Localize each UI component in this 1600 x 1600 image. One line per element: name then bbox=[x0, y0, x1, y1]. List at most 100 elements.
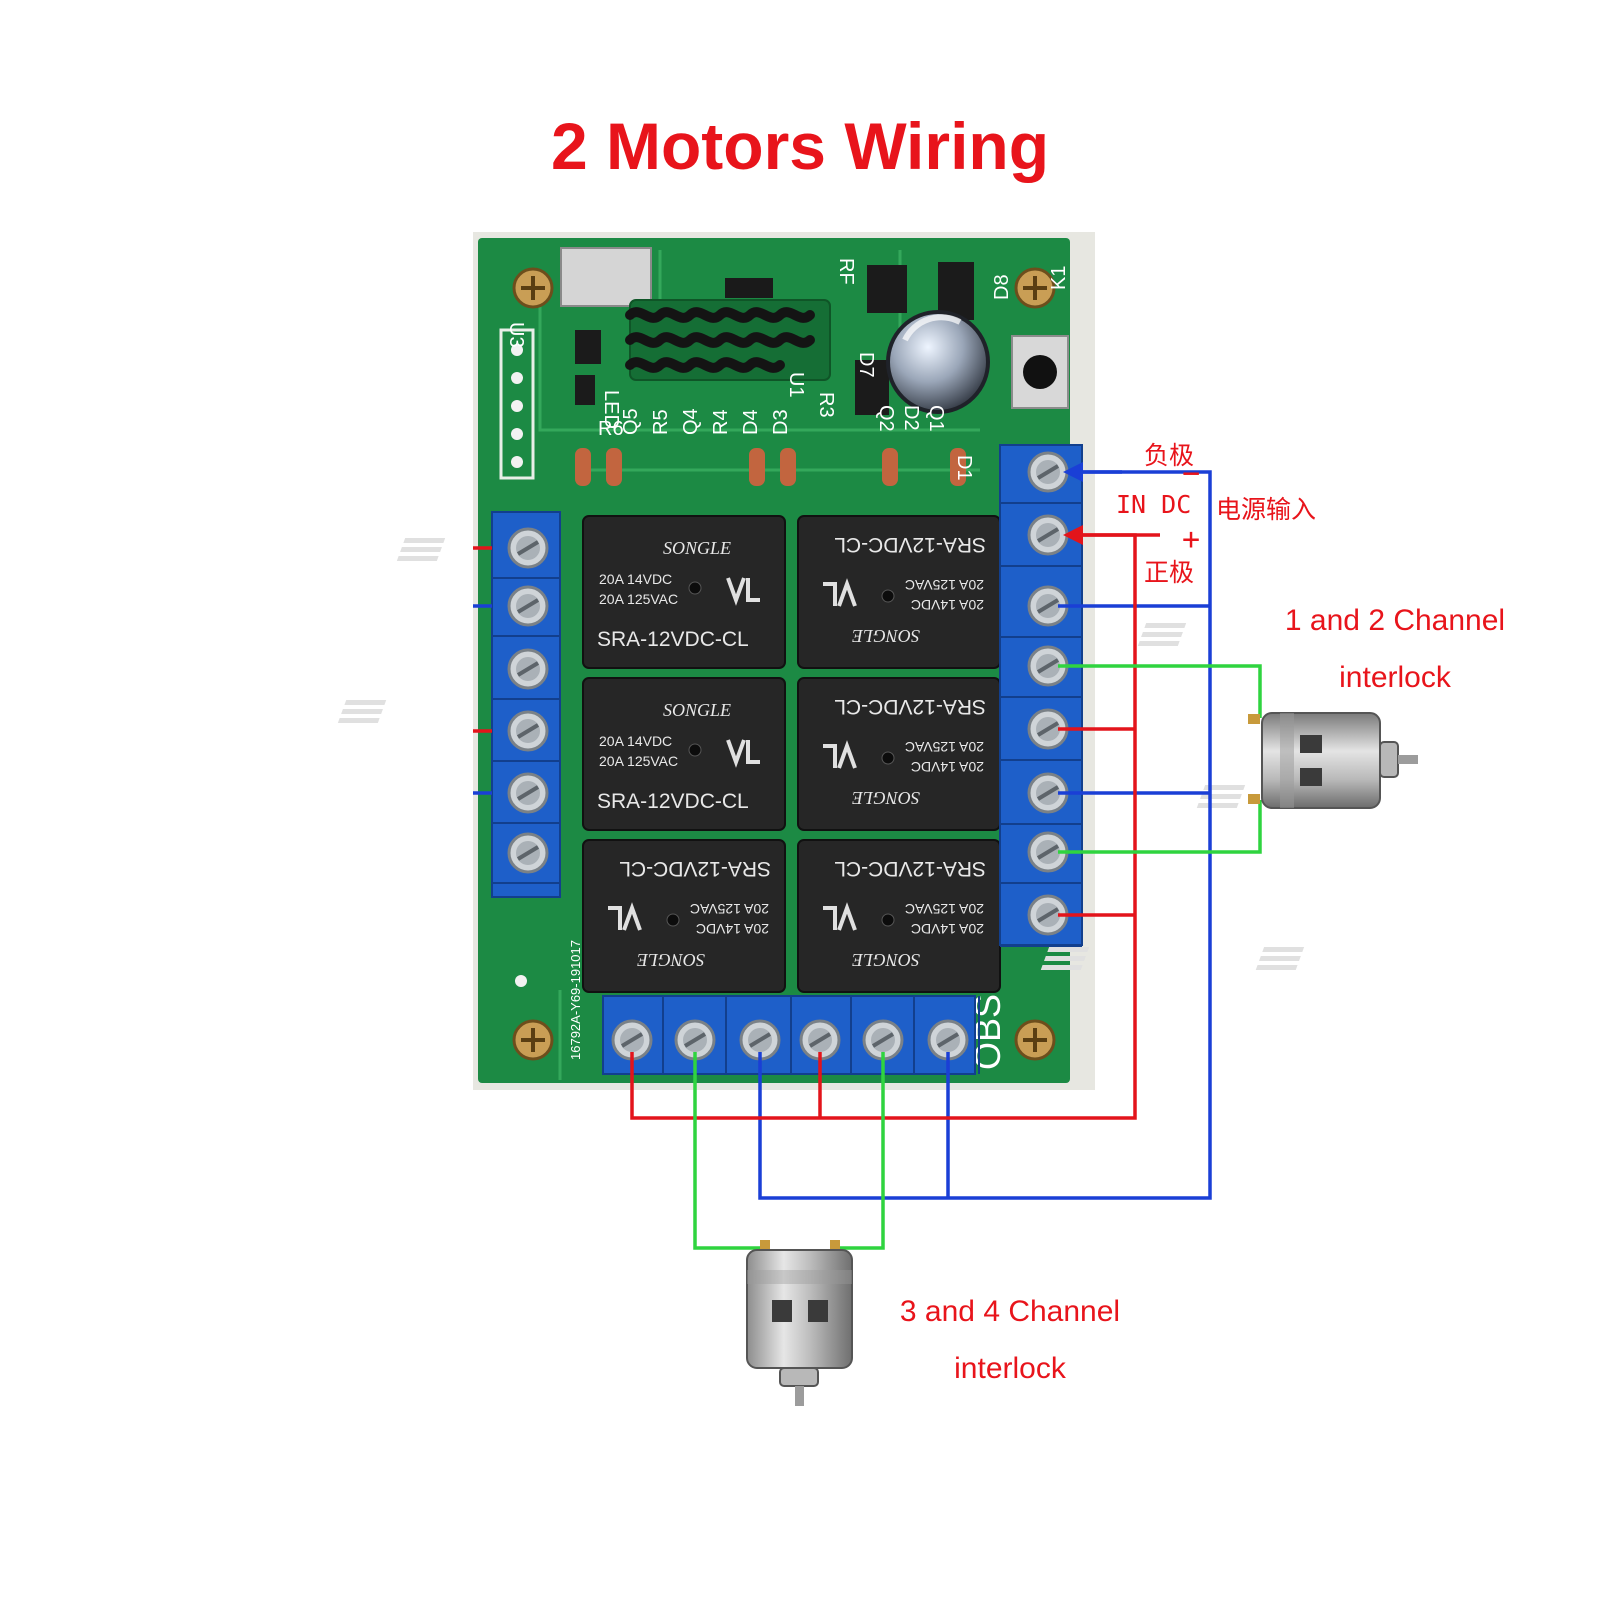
relay-rating: 20A 14VDC bbox=[599, 733, 672, 749]
silk-label: D8 bbox=[991, 274, 1013, 300]
screw-top-left bbox=[512, 267, 554, 309]
note-line: interlock bbox=[954, 1352, 1066, 1385]
screw-bottom-right bbox=[1014, 1019, 1056, 1061]
silk-label: D4 bbox=[740, 409, 762, 435]
page-title: 2 Motors Wiring bbox=[550, 109, 1050, 183]
silk-label: RF bbox=[835, 258, 857, 285]
wiring bbox=[473, 470, 1262, 1250]
motor-2 bbox=[746, 1240, 853, 1406]
terminal-screw bbox=[507, 527, 549, 569]
relay-brand: SONGLE bbox=[663, 538, 731, 558]
silk-label: Q1 bbox=[925, 405, 947, 432]
silk-label: R4 bbox=[710, 409, 732, 435]
relay-rating: 20A 14VDC bbox=[911, 921, 984, 937]
relay-brand: SONGLE bbox=[663, 700, 731, 720]
relay-model: SRA-12VDC-CL bbox=[834, 857, 986, 880]
terminal-screw bbox=[1027, 708, 1069, 750]
relay-rating: 20A 125VAC bbox=[690, 901, 769, 917]
relay-4: SONGLE 20A 14VDC 20A 125VAC SRA-12VDC-CL bbox=[797, 677, 1246, 831]
silk-label: R6 bbox=[598, 418, 624, 440]
terminal-screw bbox=[611, 1019, 653, 1061]
silk-label: Q5 bbox=[620, 408, 642, 435]
label-negative-sign: − bbox=[1182, 456, 1201, 491]
terminal-screw bbox=[927, 1019, 969, 1061]
serial-number: 16792A-Y69-191017 bbox=[568, 940, 583, 1060]
screw-bottom-left bbox=[512, 1019, 554, 1061]
terminal-screw bbox=[507, 832, 549, 874]
terminal-screw bbox=[507, 772, 549, 814]
wire-green-motor2-b bbox=[838, 1052, 885, 1250]
power-input-arrows bbox=[1063, 462, 1160, 545]
ul-mark-icon bbox=[726, 577, 760, 606]
left-terminal-block bbox=[491, 511, 561, 898]
label-power-input: 电源输入 bbox=[1216, 495, 1317, 524]
terminal-screw bbox=[507, 710, 549, 752]
terminal-screw bbox=[674, 1019, 716, 1061]
silk-label: LED bbox=[600, 390, 622, 429]
silk-label: R5 bbox=[650, 409, 672, 435]
terminal-screw bbox=[507, 648, 549, 690]
relay-brand: SONGLE bbox=[852, 788, 920, 808]
ul-mark-icon bbox=[608, 902, 642, 931]
relay-brand: SONGLE bbox=[852, 950, 920, 970]
mounting-screws bbox=[512, 267, 1056, 1061]
silk-label: D2 bbox=[900, 405, 922, 431]
motor-1 bbox=[1248, 712, 1418, 809]
ul-mark-icon bbox=[823, 578, 857, 607]
smd-components bbox=[575, 262, 974, 415]
silk-label: R3 bbox=[815, 392, 837, 418]
label-negative: 负极 bbox=[1144, 441, 1195, 470]
led-pad bbox=[515, 975, 527, 987]
resistor-row bbox=[575, 448, 966, 486]
terminal-screw bbox=[1027, 831, 1069, 873]
rf-receiver-module bbox=[560, 247, 831, 381]
terminal-screw bbox=[1027, 451, 1069, 493]
terminal-screw bbox=[1027, 514, 1069, 556]
silk-label: D1 bbox=[953, 455, 975, 481]
terminal-screw bbox=[799, 1019, 841, 1061]
relay-rating: 20A 125VAC bbox=[599, 753, 678, 769]
relay-2: SONGLE 20A 14VDC 20A 125VAC SRA-12VDC-CL bbox=[797, 515, 1187, 669]
terminal-screw bbox=[507, 585, 549, 627]
right-terminal-block bbox=[999, 444, 1083, 947]
relay-brand: SONGLE bbox=[852, 626, 920, 646]
antenna-coil bbox=[625, 307, 815, 373]
note-line: 3 and 4 Channel bbox=[899, 1295, 1121, 1328]
silk-label: D3 bbox=[770, 409, 792, 435]
arrow-negative-icon bbox=[1063, 462, 1083, 482]
relay-rating: 20A 125VAC bbox=[905, 901, 984, 917]
relay-rating: 20A 14VDC bbox=[911, 759, 984, 775]
relay-rating: 20A 125VAC bbox=[905, 577, 984, 593]
learn-button-k1 bbox=[1011, 335, 1069, 409]
note-line: interlock bbox=[1339, 661, 1451, 694]
relay-model: SRA-12VDC-CL bbox=[597, 628, 749, 651]
relay-brand: SONGLE bbox=[637, 950, 705, 970]
silk-label: D7 bbox=[855, 352, 877, 378]
silk-label: K1 bbox=[1048, 266, 1070, 290]
label-positive: 正极 bbox=[1144, 558, 1195, 587]
wire-negative-bus bbox=[758, 470, 1212, 1200]
relay-rating: 20A 125VAC bbox=[599, 591, 678, 607]
label-positive-sign: + bbox=[1182, 522, 1201, 557]
relay-5: SONGLE 20A 14VDC 20A 125VAC SRA-12VDC-CL bbox=[582, 839, 1090, 993]
note-ch12-interlock: 1 and 2 Channel interlock bbox=[1265, 592, 1525, 706]
silk-label: Q2 bbox=[875, 405, 897, 432]
relay-model: SRA-12VDC-CL bbox=[834, 533, 986, 556]
note-line: 1 and 2 Channel bbox=[1284, 604, 1506, 637]
relay-rating: 20A 14VDC bbox=[599, 571, 672, 587]
silk-label: U1 bbox=[785, 372, 807, 398]
silk-label: U3 bbox=[505, 322, 527, 348]
wire-green-motor2-a bbox=[693, 1052, 760, 1250]
relay-model: SRA-12VDC-CL bbox=[597, 790, 749, 813]
note-ch34-interlock: 3 and 4 Channel interlock bbox=[880, 1283, 1140, 1397]
screw-top-right bbox=[1014, 267, 1056, 309]
bottom-terminal-block bbox=[602, 995, 980, 1075]
relay-rating: 20A 125VAC bbox=[905, 739, 984, 755]
relay-model: SRA-12VDC-CL bbox=[834, 695, 986, 718]
terminal-screw bbox=[1027, 894, 1069, 936]
relay-rating: 20A 14VDC bbox=[911, 597, 984, 613]
relay-3: SONGLE 20A 14VDC 20A 125VAC SRA-12VDC-CL bbox=[337, 677, 786, 831]
ul-mark-icon bbox=[823, 902, 857, 931]
silk-label: Q4 bbox=[680, 408, 702, 435]
